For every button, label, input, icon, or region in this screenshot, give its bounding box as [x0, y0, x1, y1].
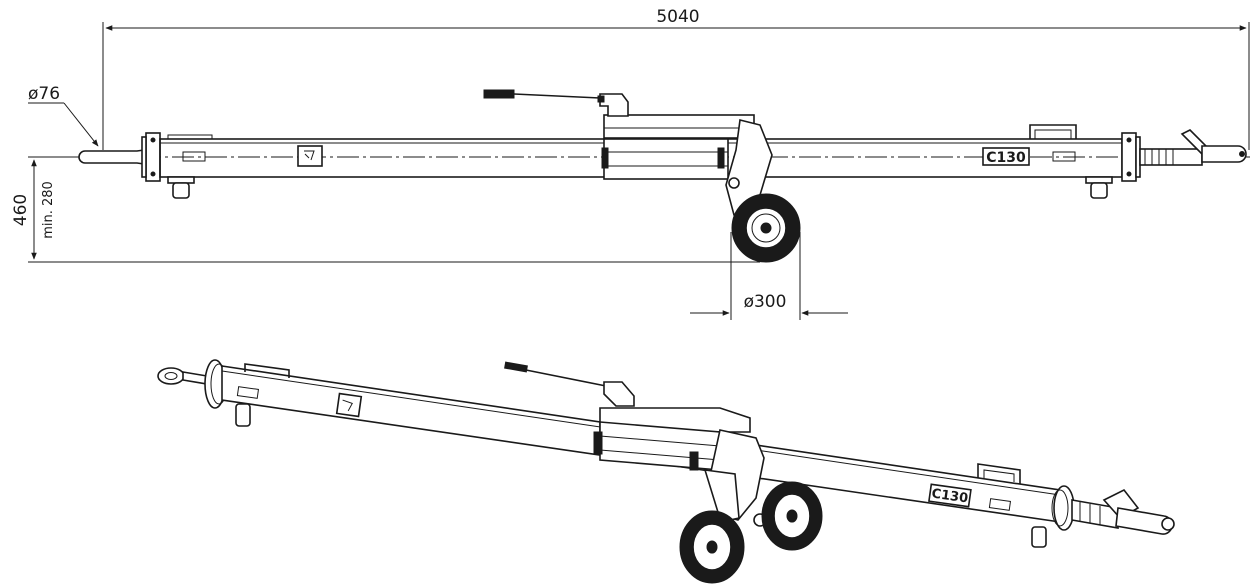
right-window [1052, 151, 1076, 162]
perspective-model-plate-label: C130 [931, 487, 969, 507]
perspective-right-window [988, 498, 1012, 511]
left-flange [141, 132, 161, 182]
left-bracket [167, 134, 213, 162]
perspective-view: C130 [157, 359, 1175, 584]
right-flange [1121, 132, 1141, 182]
towing-head [1139, 129, 1247, 166]
perspective-wheel-arm [703, 429, 767, 527]
logo-plate [297, 145, 323, 167]
perspective-pump-handle [504, 361, 635, 407]
pump-handle [483, 89, 629, 117]
model-plate-label: C130 [986, 150, 1026, 166]
hook-diameter-dimension: ø76 [28, 84, 99, 147]
perspective-logo-plate [335, 392, 363, 418]
overall-length-label: 5040 [656, 7, 699, 27]
side-view: 5040 ø76 460 min. 280 ø300 [11, 7, 1250, 320]
overall-length-dimension: 5040 [102, 7, 1250, 150]
right-carry-handle [1029, 124, 1077, 139]
perspective-right-flange [1051, 485, 1075, 531]
right-support-foot [1085, 176, 1113, 199]
height-label: 460 [11, 194, 31, 226]
perspective-hydraulic-unit [593, 407, 751, 471]
perspective-front-wheel [679, 510, 745, 584]
left-support-foot [167, 176, 195, 199]
lunette-eye [78, 148, 152, 166]
perspective-right-handle [977, 463, 1021, 484]
perspective-right-foot [1031, 526, 1047, 548]
hydraulic-unit [601, 114, 755, 180]
side-wheel [731, 193, 801, 263]
perspective-model-plate: C130 [928, 483, 972, 508]
min-height-label: min. 280 [41, 181, 56, 239]
hook-diameter-label: ø76 [28, 84, 60, 104]
perspective-lunette [157, 367, 208, 385]
perspective-towing-head [1071, 488, 1175, 535]
wheel-diameter-label: ø300 [744, 292, 787, 312]
perspective-left-bracket [235, 363, 290, 427]
model-plate: C130 [982, 147, 1030, 166]
perspective-rear-wheel [761, 481, 823, 551]
wheel-diameter-dimension: ø300 [690, 232, 848, 320]
height-dimension: 460 min. 280 [11, 156, 760, 263]
